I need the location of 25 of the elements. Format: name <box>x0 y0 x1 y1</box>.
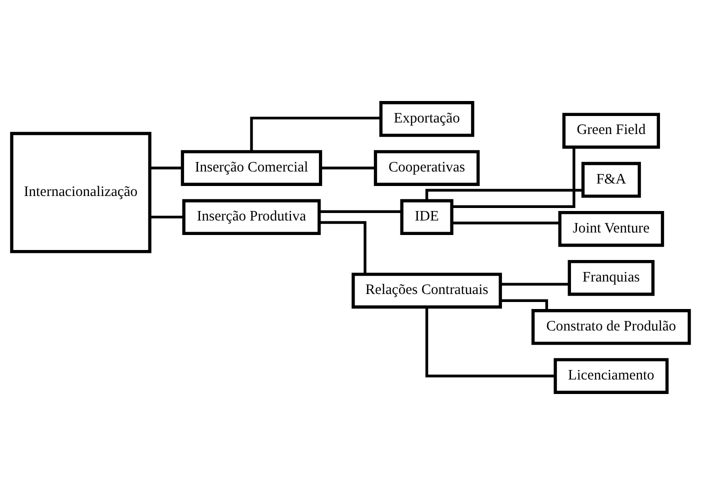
node-box: Relações Contratuais <box>352 272 502 308</box>
node-box: Green Field <box>562 112 660 148</box>
connector <box>150 215 184 218</box>
connector <box>319 210 402 212</box>
connector <box>425 306 556 377</box>
connector <box>500 298 548 310</box>
node-box: Joint Venture <box>558 210 664 246</box>
node-box: Inserção Comercial <box>180 150 322 186</box>
node-box: Internacionalização <box>10 131 152 253</box>
connector <box>452 146 576 208</box>
node-box: Licenciamento <box>554 358 669 394</box>
connector <box>150 166 182 169</box>
node-box: Inserção Produtiva <box>182 198 321 234</box>
node-box: IDE <box>400 198 454 234</box>
connector <box>500 282 570 286</box>
connector <box>250 116 381 152</box>
node-box: Franquias <box>568 260 655 296</box>
connector <box>452 221 560 224</box>
node-box: Constrato de Produlão <box>531 308 691 344</box>
node-box: F&A <box>581 161 641 198</box>
connector <box>320 166 376 169</box>
connector <box>319 220 366 274</box>
connector <box>425 188 583 200</box>
node-box: Exportação <box>379 100 474 136</box>
node-box: Cooperativas <box>374 150 480 186</box>
